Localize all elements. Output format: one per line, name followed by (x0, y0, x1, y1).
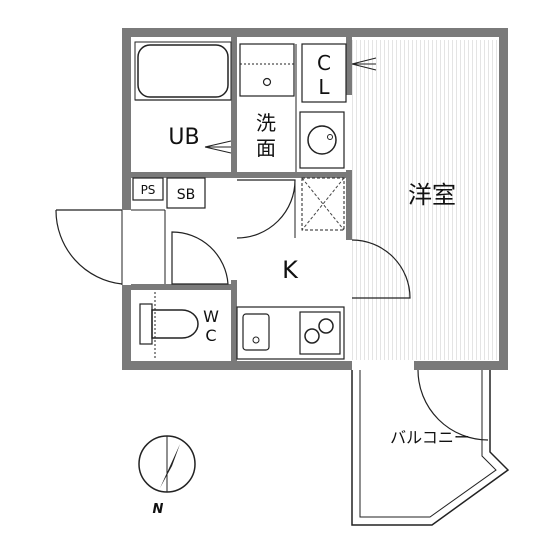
kitchen-counter (236, 306, 345, 360)
shoe-box (166, 177, 206, 209)
toilet-door (171, 231, 229, 285)
closet (301, 43, 347, 103)
washroom-label-1: 洗 (256, 111, 276, 135)
balcony (351, 369, 510, 526)
western-room-floor (352, 40, 498, 360)
washroom-label-2: 面 (256, 136, 276, 160)
north-compass-icon (138, 435, 196, 493)
wash-basin (299, 111, 345, 169)
north-label: N (153, 502, 164, 517)
closet-label-2: L (318, 75, 330, 99)
toilet-bowl (151, 309, 199, 339)
outer-walls (122, 28, 508, 370)
western-room-label: 洋室 (408, 181, 456, 209)
pipe-space-label: PS (141, 183, 156, 197)
shoe-box-label: SB (177, 187, 196, 203)
stove (299, 311, 341, 355)
bath-label: UB (168, 125, 199, 150)
pipe-space-box (132, 177, 164, 201)
entrance-door (55, 209, 123, 285)
kitchen-sink (242, 313, 270, 351)
interior-walls (131, 37, 352, 361)
toilet-label-1: W (203, 307, 219, 326)
western-room-door (351, 239, 411, 299)
toilet-tank (139, 303, 153, 345)
kitchen-label: K (282, 256, 299, 284)
washer-pan (239, 43, 295, 97)
bathtub (137, 44, 229, 98)
closet-label-1: C (317, 51, 331, 75)
balcony-label: バルコニー (390, 428, 470, 447)
fridge-space (301, 177, 345, 231)
toilet-label-2: C (205, 326, 216, 345)
washroom-door (236, 179, 296, 239)
